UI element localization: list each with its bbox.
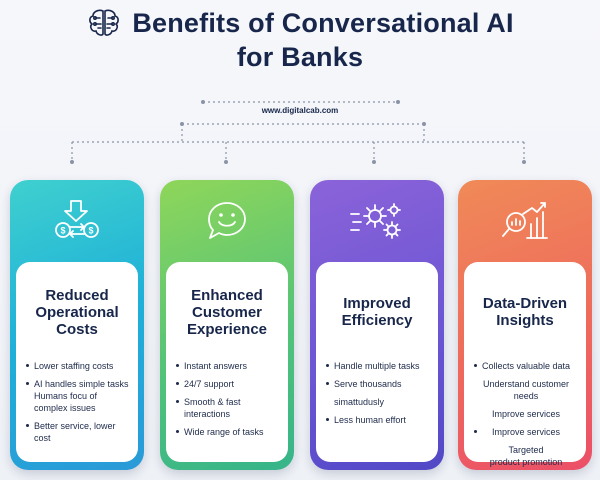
card-reduced-costs: $ $ Reduced Operational Costs Lower staf… bbox=[10, 180, 144, 470]
list-item: Wide range of tasks bbox=[176, 426, 280, 438]
smile-chat-icon bbox=[208, 202, 246, 239]
list-item: AI handles simple tasks bbox=[26, 378, 130, 390]
card-body: Data-Driven Insights Collects valuable d… bbox=[464, 262, 586, 467]
site-url: www.digitalcab.com bbox=[261, 106, 339, 115]
card-title: Enhanced Customer Experience bbox=[186, 286, 268, 338]
list-item: product promotion bbox=[489, 457, 563, 467]
card-body: Enhanced Customer Experience Instant ans… bbox=[166, 262, 288, 462]
list-item: Serve thousands bbox=[326, 378, 430, 390]
card-improved-efficiency: Improved Efficiency Handle multiple task… bbox=[310, 180, 444, 470]
gears-icon bbox=[350, 203, 401, 239]
card-data-driven-insights: Data-Driven Insights Collects valuable d… bbox=[458, 180, 592, 470]
list-item: 24/7 support bbox=[176, 378, 280, 390]
bullet-list: Instant answers 24/7 support Smooth & fa… bbox=[166, 360, 288, 438]
bullet-list: Handle multiple tasks Serve thousands si… bbox=[316, 360, 438, 426]
brain-circuit-icon bbox=[89, 9, 120, 36]
bullet-list: Lower staffing costs AI handles simple t… bbox=[16, 360, 138, 444]
title-line-1: Benefits of Conversational AI bbox=[132, 8, 514, 38]
list-item: Humans focu of complex issues bbox=[34, 391, 98, 413]
card-body: Improved Efficiency Handle multiple task… bbox=[316, 262, 438, 462]
title-line-2: for Banks bbox=[236, 42, 364, 72]
list-item: simattudusly bbox=[334, 397, 385, 407]
card-body: Reduced Operational Costs Lower staffing… bbox=[16, 262, 138, 462]
list-item: Instant answers bbox=[176, 360, 280, 372]
card-title: Data-Driven Insights bbox=[482, 295, 568, 329]
card-icon-area: $ $ bbox=[10, 180, 144, 262]
svg-text:$: $ bbox=[88, 226, 93, 236]
title-row: Benefits of Conversational AI bbox=[0, 6, 600, 40]
list-item: Better service, lower cost bbox=[26, 420, 130, 444]
list-item: Handle multiple tasks bbox=[326, 360, 430, 372]
bullet-list: Collects valuable data Understand custom… bbox=[464, 360, 586, 468]
list-item: Targeted bbox=[508, 445, 544, 455]
card-icon-area bbox=[160, 180, 294, 262]
money-exchange-icon: $ $ bbox=[55, 200, 99, 238]
card-title: Improved Efficiency bbox=[341, 295, 413, 329]
header: Benefits of Conversational AI for Banks bbox=[0, 6, 600, 74]
svg-text:$: $ bbox=[60, 226, 65, 236]
card-icon-area bbox=[458, 180, 592, 262]
card-icon-area bbox=[310, 180, 444, 262]
list-item: Collects valuable data bbox=[474, 360, 578, 372]
list-item: Smooth & fast interactions bbox=[176, 396, 280, 420]
card-title: Reduced Operational Costs bbox=[35, 286, 119, 338]
card-customer-experience: Enhanced Customer Experience Instant ans… bbox=[160, 180, 294, 470]
list-item: Understand customer needs bbox=[482, 379, 570, 401]
connector-lines bbox=[70, 100, 526, 164]
analytics-icon bbox=[502, 202, 548, 239]
list-item: Lower staffing costs bbox=[26, 360, 130, 372]
list-item: Less human effort bbox=[326, 414, 430, 426]
list-item: Improve services bbox=[491, 409, 561, 419]
list-item: Improve services bbox=[474, 426, 578, 438]
